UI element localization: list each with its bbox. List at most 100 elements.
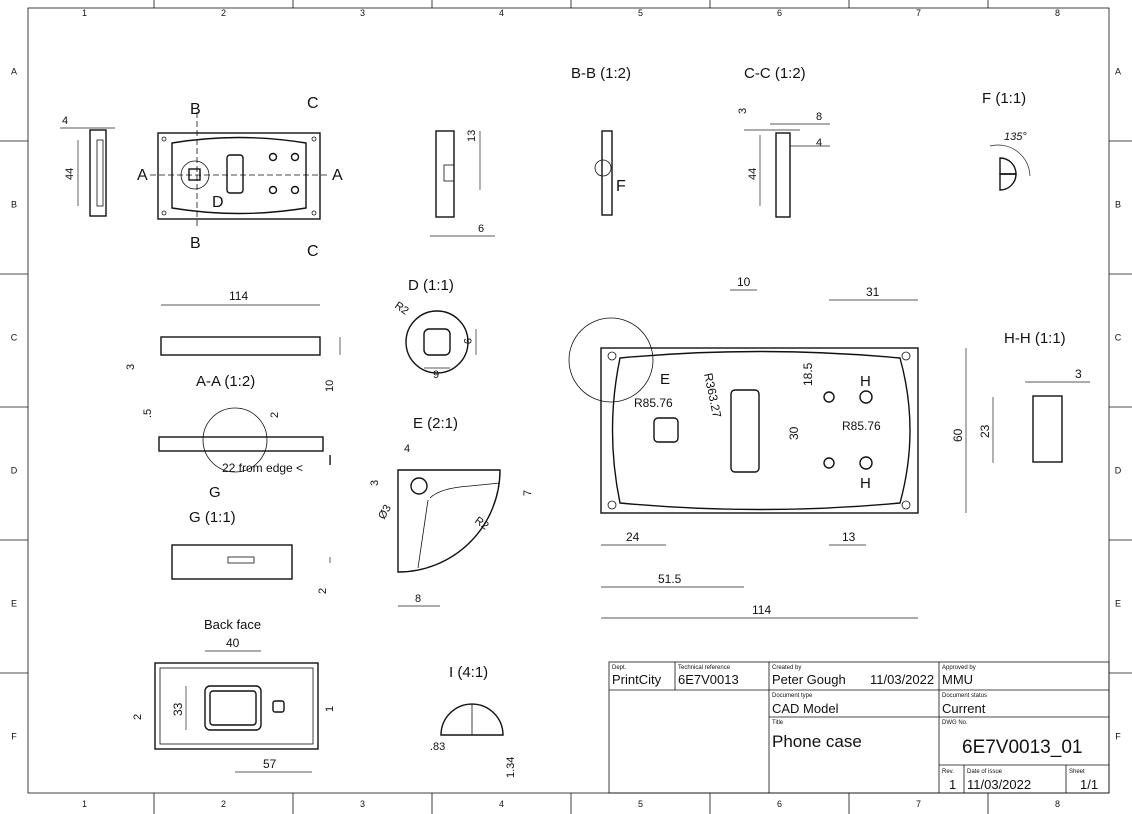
title-block: Dept. PrintCity Technical reference 6E7V… (608, 661, 1110, 794)
side-view: 4 44 (60, 115, 115, 217)
section-aa: A-A (1:2) .5 2 22 from edge < I G (142, 373, 332, 501)
dim-r2-d: R2 (392, 300, 410, 318)
grid-column-label: 5 (638, 799, 643, 809)
dim-3-cc: 3 (737, 108, 749, 114)
dim-9-d-v: 9 (461, 338, 473, 344)
tb-title: Phone case (772, 732, 862, 751)
detail-i-label: I (328, 452, 332, 469)
front-view: B B C C A A D (137, 95, 343, 260)
grid-column-label: 2 (221, 799, 226, 809)
view-title-g: G (1:1) (189, 509, 236, 526)
bottom-side-view: 114 3 10 (125, 289, 341, 392)
section-h-top: H (860, 373, 871, 390)
side-view-right: 13 6 (430, 130, 495, 237)
dim-4-cc: 4 (816, 137, 822, 149)
grid-column-label: 1 (82, 8, 87, 18)
grid-row-label: B (1115, 200, 1121, 210)
dim-r363: R363.27 (701, 372, 724, 420)
main-front-view: E H H 10 31 R363.27 R85.76 18.5 30 R85.7… (568, 275, 994, 619)
grid-column-label: 7 (916, 799, 921, 809)
dim-2-aa: 2 (269, 412, 281, 418)
tb-docstatus-label: Document status (942, 693, 987, 699)
tb-rev: 1 (949, 777, 956, 792)
tb-title-label: Title (772, 720, 784, 726)
tb-dwg: 6E7V0013_01 (962, 737, 1082, 758)
dim-10-main: 10 (737, 275, 751, 289)
tb-doctype-label: Document type (772, 693, 813, 699)
grid-column-label: 8 (1055, 799, 1060, 809)
tb-approved: MMU (942, 672, 973, 687)
grid-column-label: 6 (777, 8, 782, 18)
section-b-bottom: B (190, 235, 201, 252)
dim-13-main: 13 (842, 530, 856, 544)
grid-row-label: C (11, 333, 18, 343)
grid-column-label: 4 (499, 799, 504, 809)
tb-sheet: 1/1 (1080, 777, 1098, 792)
grid-row-label: F (1115, 732, 1121, 742)
grid-row-label: A (11, 67, 17, 77)
grid-column-label: 7 (916, 8, 921, 18)
section-c-bottom: C (307, 243, 319, 260)
tb-issue: 11/03/2022 (967, 777, 1031, 792)
detail-i: I (4:1) .83 1.34 (430, 664, 517, 778)
detail-e-label: E (660, 371, 670, 388)
dim-05: .5 (142, 409, 154, 418)
tb-dept-label: Dept. (612, 665, 627, 671)
dim-1-back: 1 (324, 706, 336, 712)
detail-g: G (1:1) 2 (171, 509, 331, 594)
detail-f-label: F (616, 178, 626, 195)
note-22-from-edge: 22 from edge < (222, 461, 303, 475)
detail-g-label: G (209, 484, 221, 501)
dim-r85-right: R85.76 (842, 419, 881, 433)
tb-rev-label: Rev. (942, 769, 954, 775)
tb-techref-label: Technical reference (678, 665, 731, 671)
dim-13: 13 (466, 130, 478, 142)
dim-31: 31 (866, 285, 880, 299)
dim-3-hh: 3 (1075, 367, 1082, 381)
view-title-back: Back face (204, 617, 261, 632)
section-a-right: A (332, 167, 343, 184)
section-h-bottom: H (860, 475, 871, 492)
dim-24: 24 (626, 530, 640, 544)
dim-3-side: 3 (125, 364, 137, 370)
grid-row-label: D (11, 466, 18, 476)
view-title-i: I (4:1) (449, 664, 488, 681)
grid-column-label: 8 (1055, 8, 1060, 18)
dim-57: 57 (263, 757, 277, 771)
dim-o3: Ø3 (376, 503, 394, 522)
dim-8-cc: 8 (816, 111, 822, 123)
dim-r85-left: R85.76 (634, 396, 673, 410)
section-a-left: A (137, 167, 148, 184)
tb-created-date: 11/03/2022 (870, 672, 934, 687)
tb-sheet-label: Sheet (1069, 769, 1085, 775)
section-c-top: C (307, 95, 319, 112)
dim-23: 23 (978, 424, 992, 438)
angle-135: 135° (1004, 131, 1027, 143)
dim-134: 1.34 (505, 757, 517, 778)
section-hh: H-H (1:1) 3 (1004, 330, 1090, 463)
grid-row-label: A (1115, 67, 1121, 77)
tb-dept: PrintCity (612, 672, 662, 687)
view-title-aa: A-A (1:2) (196, 373, 255, 390)
grid-column-label: 1 (82, 799, 87, 809)
grid-column-label: 3 (360, 799, 365, 809)
dim-44: 44 (64, 168, 76, 180)
grid-row-label: D (1115, 466, 1122, 476)
section-bb: B-B (1:2) F (571, 65, 631, 216)
dim-6: 6 (478, 223, 484, 235)
dim-33: 33 (171, 702, 185, 716)
detail-d-label: D (212, 194, 224, 211)
tb-techref: 6E7V0013 (678, 672, 739, 687)
dim-7-e: 7 (522, 490, 534, 496)
detail-d: D (1:1) R2 9 9 (392, 277, 477, 381)
dim-30: 30 (787, 426, 801, 440)
grid-row-label: F (11, 732, 17, 742)
view-title-cc: C-C (1:2) (744, 65, 806, 82)
detail-f: F (1:1) 135° (982, 90, 1031, 191)
tb-approved-label: Approved by (942, 665, 976, 671)
dim-40: 40 (226, 636, 240, 650)
view-title-e: E (2:1) (413, 415, 458, 432)
grid-row-label: B (11, 200, 17, 210)
